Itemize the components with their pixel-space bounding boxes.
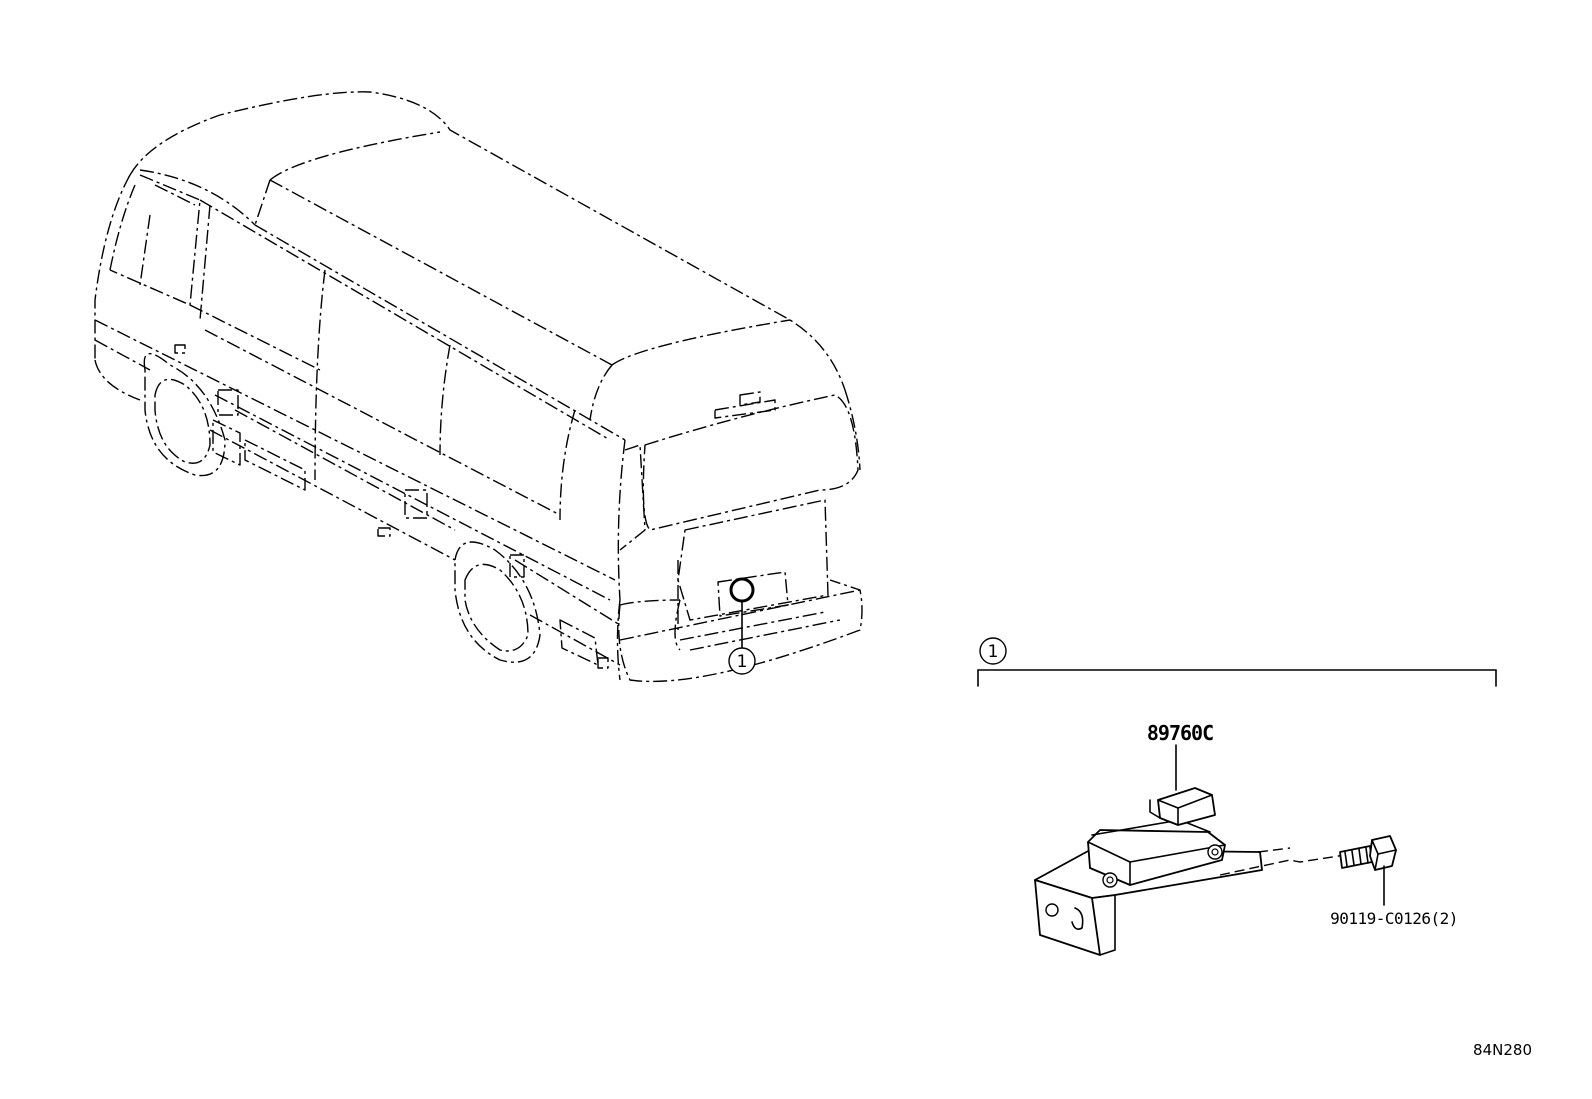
vehicle-callout: 1	[728, 647, 756, 675]
group-callout-number: 1	[988, 642, 999, 662]
group-bracket: 1	[977, 637, 1497, 687]
vehicle-outline	[94, 91, 863, 683]
sensor-assembly	[1034, 787, 1346, 956]
part-label-bolt: 90119-C0126(2)	[1330, 909, 1458, 928]
diagram-reference-code: 84N280	[1473, 1041, 1532, 1059]
part-label-sensor: 89760C	[1147, 721, 1213, 745]
vehicle-callout-number: 1	[737, 652, 748, 672]
bolt	[1339, 835, 1397, 871]
location-marker	[729, 577, 755, 649]
